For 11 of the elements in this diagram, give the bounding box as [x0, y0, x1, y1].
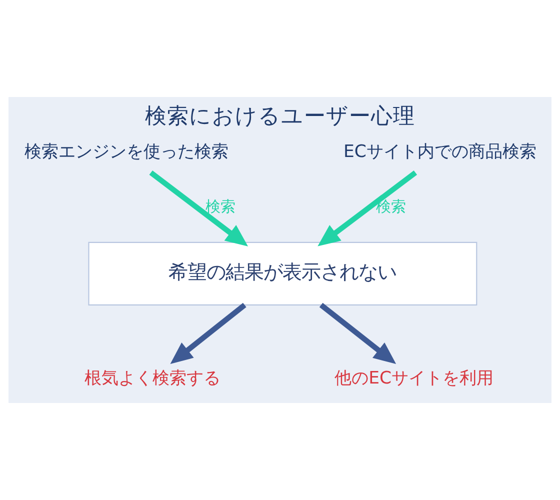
arrow: [319, 302, 396, 364]
node-text: 他のECサイトを利用: [334, 368, 494, 388]
arrow: [170, 302, 246, 364]
node-text: ECサイト内での商品検索: [344, 142, 536, 162]
diagram-title: 検索におけるユーザー心理: [145, 104, 415, 129]
arrow: [318, 170, 418, 246]
edge-label: 検索: [206, 197, 236, 216]
node-box: 希望の結果が表示されない: [88, 242, 478, 306]
node-text: 根気よく検索する: [84, 368, 220, 388]
node-text: 検索エンジンを使った検索: [24, 142, 228, 162]
arrow: [149, 170, 248, 246]
